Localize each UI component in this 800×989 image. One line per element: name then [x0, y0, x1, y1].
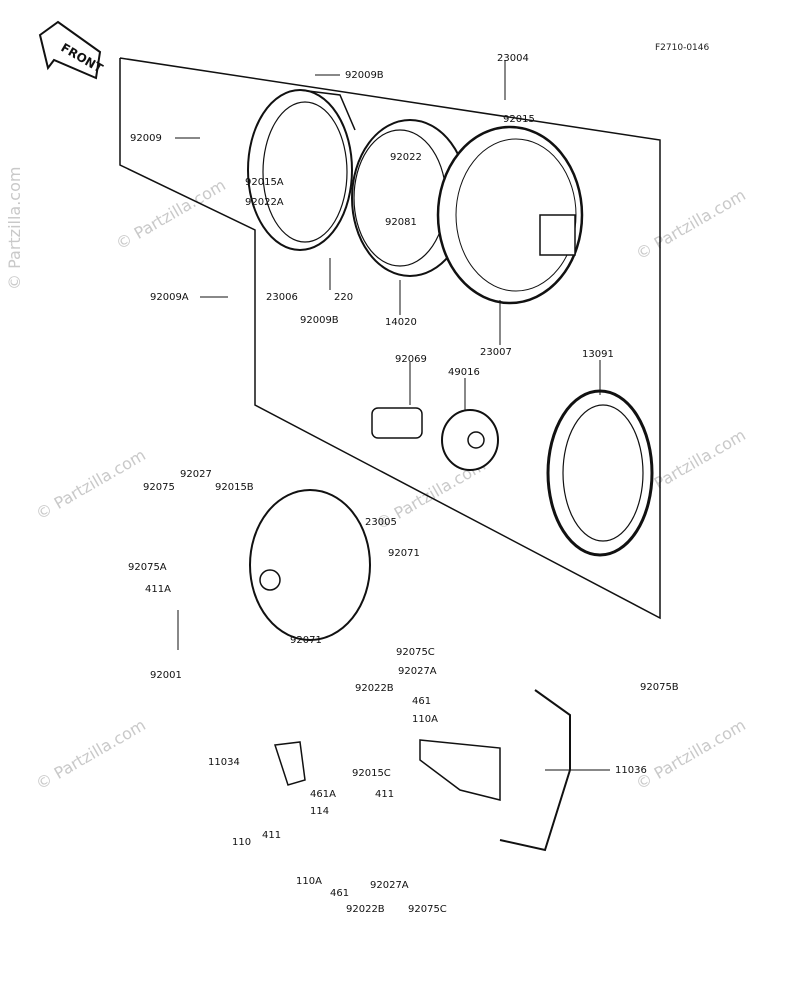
label-92015: 92015 — [503, 114, 535, 125]
label-411: 411 — [375, 789, 394, 800]
label-11034: 11034 — [208, 757, 240, 768]
label-49016: 49016 — [448, 367, 480, 378]
lens-23007-icon — [436, 125, 584, 305]
watermark: © Partzilla.com — [33, 715, 149, 793]
watermark: © Partzilla.com — [633, 185, 749, 263]
watermark: © Partzilla.com — [113, 175, 229, 253]
label-92075A: 92075A — [128, 562, 167, 573]
label-92015C: 92015C — [352, 768, 391, 779]
watermark: © Partzilla.com — [633, 715, 749, 793]
label-92069: 92069 — [395, 354, 427, 365]
label-92022: 92022 — [390, 152, 422, 163]
label-220: 220 — [334, 292, 353, 303]
diagram-code: F2710-0146 — [655, 43, 710, 53]
label-11036: 11036 — [615, 765, 647, 776]
label-92015A: 92015A — [245, 177, 284, 188]
label-23004: 23004 — [497, 53, 529, 64]
label-110A: 110A — [296, 876, 322, 887]
label-92075B: 92075B — [640, 682, 679, 693]
label-411A: 411A — [145, 584, 171, 595]
label-92015B: 92015B — [215, 482, 254, 493]
watermark: © Partzilla.com — [33, 445, 149, 523]
label-461: 461 — [330, 888, 349, 899]
label-92009A: 92009A — [150, 292, 189, 303]
label-92022B: 92022B — [355, 683, 394, 694]
label-23007: 23007 — [480, 347, 512, 358]
label-92071: 92071 — [290, 635, 322, 646]
label-110: 110 — [232, 837, 251, 848]
label-92071: 92071 — [388, 548, 420, 559]
label-92075: 92075 — [143, 482, 175, 493]
label-13091: 13091 — [582, 349, 614, 360]
label-461A: 461A — [310, 789, 336, 800]
leader-lines — [175, 60, 610, 771]
label-23006: 23006 — [266, 292, 298, 303]
label-92009B: 92009B — [300, 315, 339, 326]
unit-13091-icon — [546, 389, 654, 557]
label-461: 461 — [412, 696, 431, 707]
watermark: © Partzilla.com — [5, 167, 24, 290]
label-92009B: 92009B — [345, 70, 384, 81]
bulb-92069-icon — [371, 407, 423, 439]
part-labels: 23004 92009B 92009 92015 92022 92015A 92… — [128, 53, 679, 915]
boot-49016-icon — [441, 409, 499, 471]
front-arrow-icon: FRONT — [38, 20, 106, 80]
label-92075C: 92075C — [396, 647, 435, 658]
label-114: 114 — [310, 806, 329, 817]
label-92027A: 92027A — [398, 666, 437, 677]
assembly-outline — [119, 57, 661, 620]
label-92001: 92001 — [150, 670, 182, 681]
label-92022A: 92022A — [245, 197, 284, 208]
label-110A: 110A — [412, 714, 438, 725]
label-92027A: 92027A — [370, 880, 409, 891]
label-14020: 14020 — [385, 317, 417, 328]
label-23005: 23005 — [365, 517, 397, 528]
label-92009: 92009 — [130, 133, 162, 144]
label-92027: 92027 — [180, 469, 212, 480]
label-411: 411 — [262, 830, 281, 841]
label-92075C: 92075C — [408, 904, 447, 915]
label-92081: 92081 — [385, 217, 417, 228]
bracket-11034-icon — [274, 741, 306, 786]
rim-23006-icon — [247, 89, 356, 251]
shell-23005-icon — [249, 489, 371, 641]
label-92022B: 92022B — [346, 904, 385, 915]
